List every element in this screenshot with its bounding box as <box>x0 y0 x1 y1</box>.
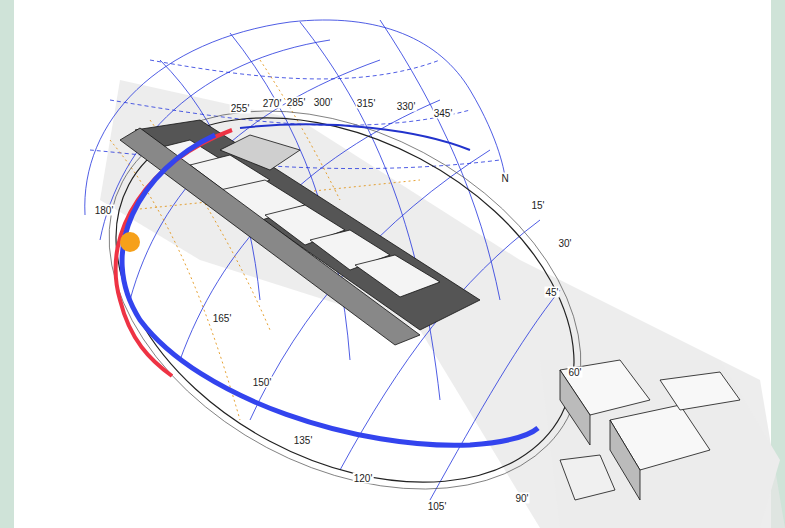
azimuth-label: 330' <box>396 101 417 112</box>
azimuth-label: 90' <box>514 493 529 504</box>
azimuth-label: 15' <box>530 200 545 211</box>
azimuth-label: 345' <box>433 108 454 119</box>
azimuth-label: 30' <box>557 238 572 249</box>
azimuth-label: 120' <box>353 473 374 484</box>
azimuth-label: 135' <box>293 435 314 446</box>
azimuth-label: 180' <box>94 205 115 216</box>
azimuth-label: 60' <box>567 367 582 378</box>
azimuth-label: 300' <box>313 97 334 108</box>
azimuth-label: 45' <box>544 287 559 298</box>
azimuth-label: 315' <box>356 98 377 109</box>
azimuth-label: 150' <box>252 377 273 388</box>
azimuth-label: 285' <box>286 97 307 108</box>
azimuth-label: 165' <box>212 313 233 324</box>
azimuth-label: 270' <box>262 98 283 109</box>
azimuth-label: N <box>500 173 509 184</box>
azimuth-label: 105' <box>427 501 448 512</box>
azimuth-label: 255' <box>230 103 251 114</box>
